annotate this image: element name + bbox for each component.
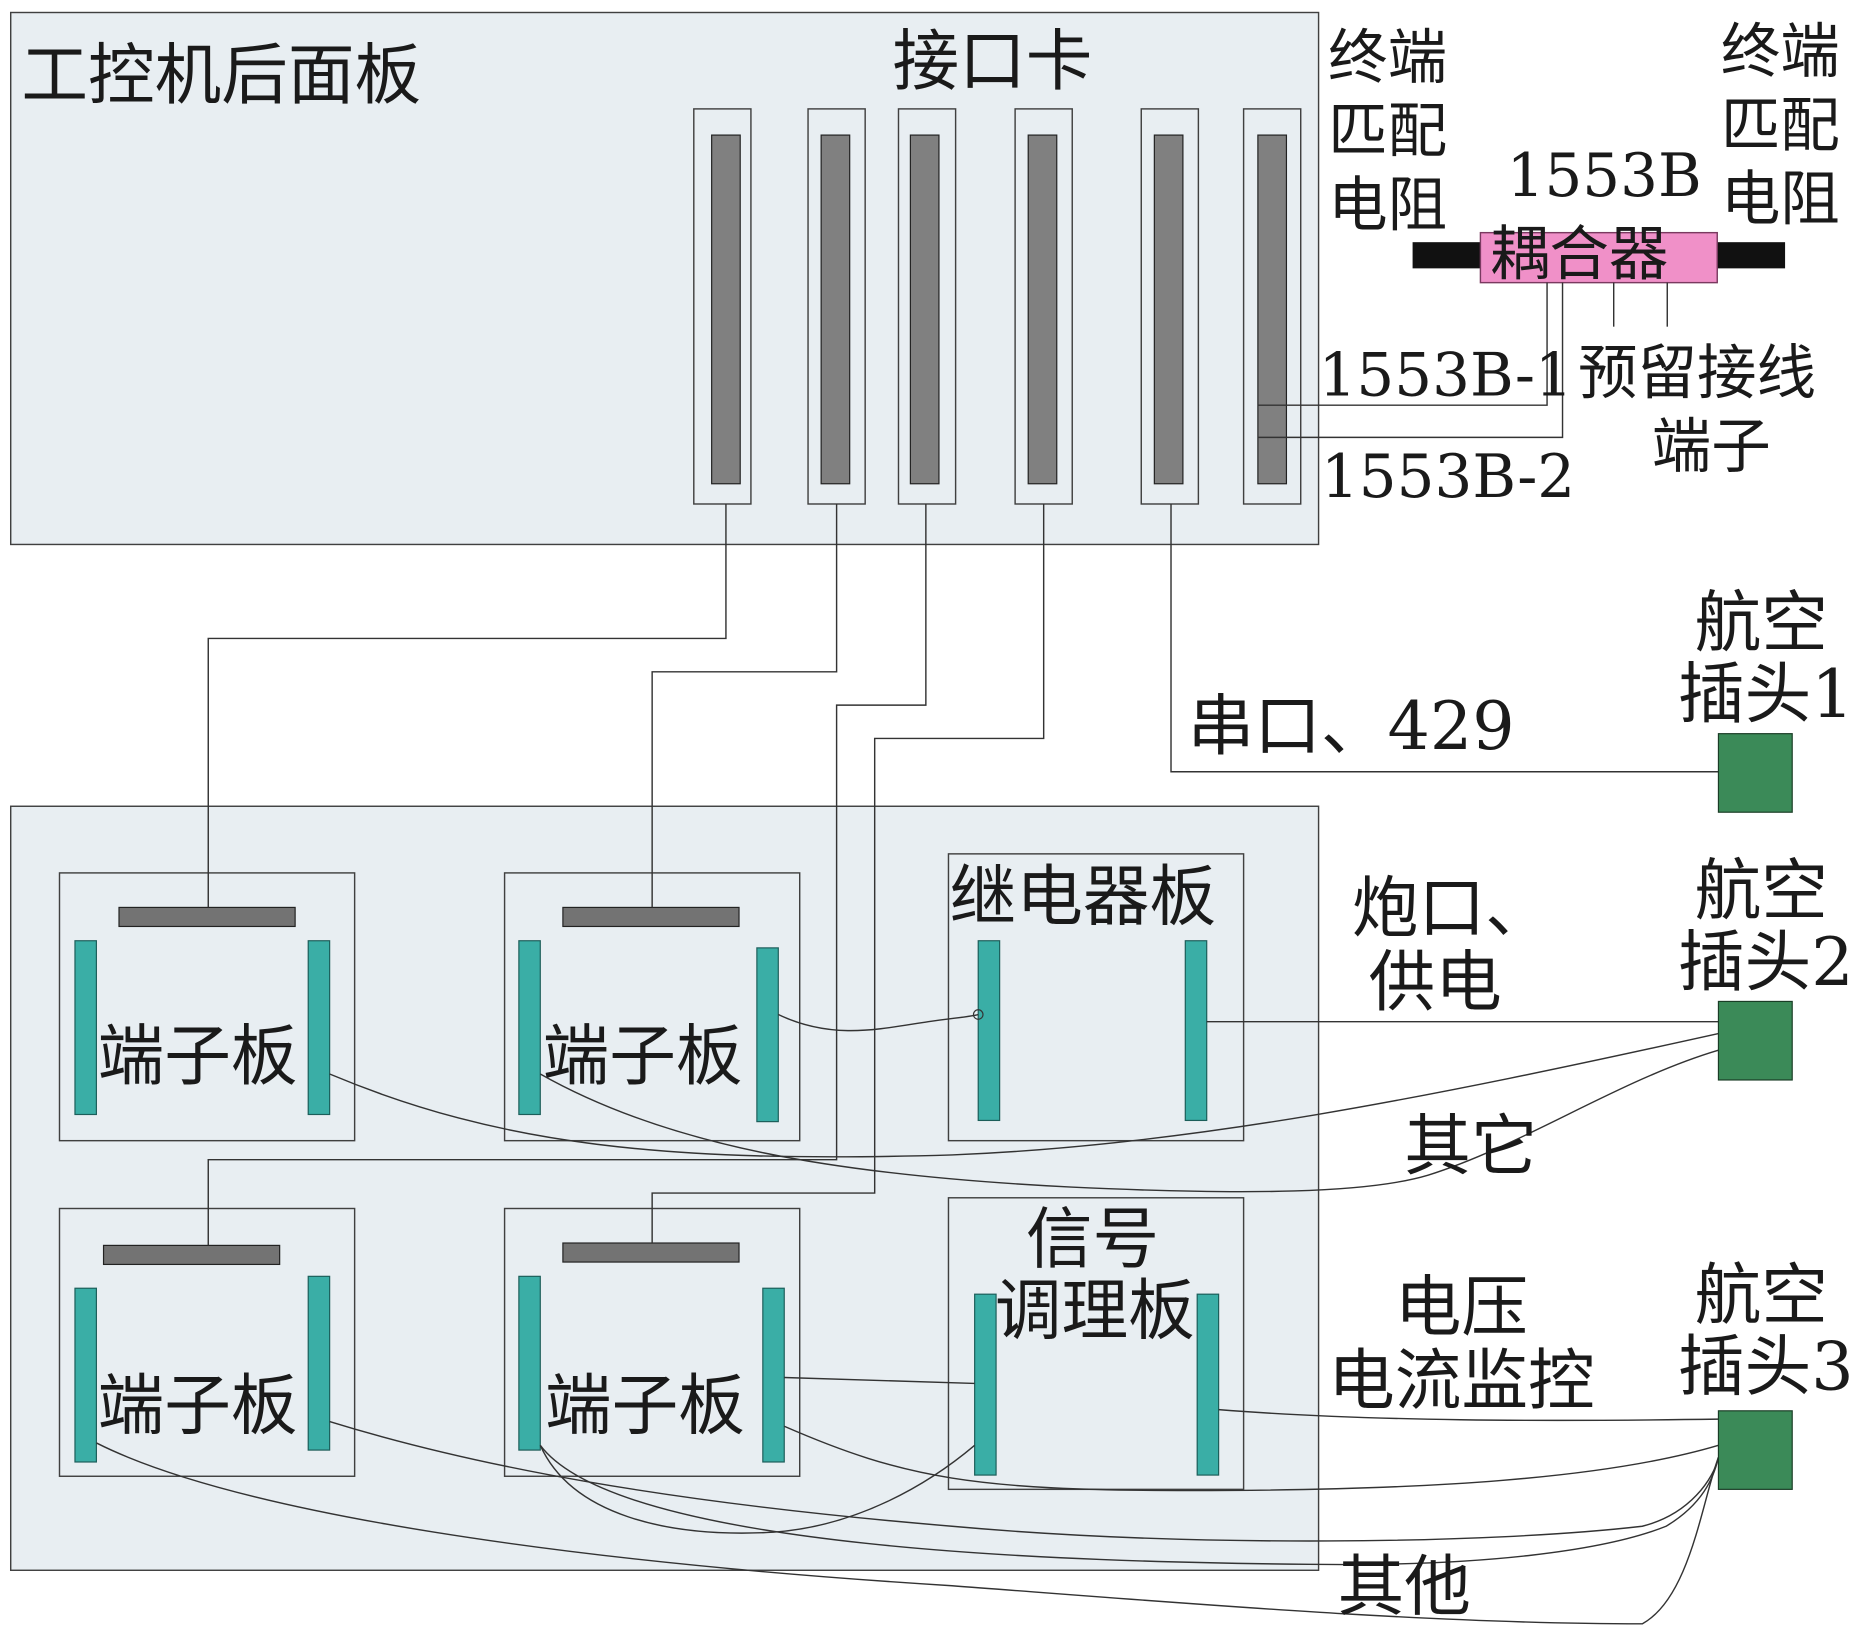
wire-board4-plug3-c	[539, 1444, 1720, 1566]
terminal-board-1: 端子板	[58, 872, 356, 1142]
terminal-board-3: 端子板	[58, 1207, 356, 1477]
ipc-back-panel: 工控机后面板 接口卡	[9, 11, 1320, 546]
wire-card4-board4	[651, 503, 1045, 1244]
aviation-plugs: 航空 插头1 航空 插头2 航空 插头3	[1678, 584, 1854, 1490]
terminator-left-line3: 电阻	[1328, 172, 1447, 241]
bus-line-1-label: 1553B-1	[1319, 342, 1573, 411]
wire-board2-relay	[777, 1013, 979, 1032]
ipc-panel-title: 工控机后面板	[21, 36, 421, 114]
wire-board3-plug3-b	[96, 1442, 1720, 1625]
terminal-board-2-label: 端子板	[543, 1017, 743, 1095]
signal-labels: 串口、429 炮口、 供电 其它 电压 电流监控 其他	[1188, 687, 1595, 1625]
wire-card2-board2	[651, 503, 838, 908]
relay-board-label: 继电器板	[950, 857, 1217, 935]
wire-signal-plug3	[1218, 1408, 1719, 1422]
plug-1-label-line2: 插头1	[1678, 655, 1854, 733]
terminator-right-line1: 终端	[1721, 18, 1840, 87]
signal-conditioning-board: 信号 调理板	[947, 1197, 1245, 1491]
plug-3-label-line1: 航空	[1695, 1256, 1828, 1334]
wire-card1-board1	[207, 503, 727, 908]
signal-board-label-line1: 信号	[1026, 1200, 1159, 1278]
wire-card3-board3	[207, 503, 927, 1246]
terminator-right-line2: 匹配	[1721, 92, 1840, 161]
serial-429-label: 串口、429	[1188, 687, 1515, 765]
bus-line-2-label: 1553B-2	[1321, 443, 1575, 512]
plug-2-label-line2: 插头2	[1678, 923, 1854, 1001]
terminator-right-line3: 电阻	[1721, 166, 1840, 235]
wire-board3-plug3	[329, 1420, 1720, 1542]
aviation-plug-2: 航空 插头2	[1678, 851, 1854, 1081]
interface-card-5	[1140, 108, 1200, 505]
card-to-board-wiring	[207, 503, 1719, 1246]
gun-power-label-line1: 炮口、	[1352, 869, 1552, 947]
bus-line-1553b-1	[1257, 282, 1548, 406]
relay-board: 继电器板	[947, 853, 1245, 1142]
aviation-plug-3: 航空 插头3	[1678, 1256, 1854, 1490]
gun-power-label-line2: 供电	[1369, 943, 1502, 1021]
reserved-terminal-line1: 预留接线	[1578, 339, 1816, 408]
aviation-plug-1: 航空 插头1	[1678, 584, 1854, 813]
other-bottom-label: 其他	[1338, 1548, 1471, 1626]
signal-board-label-line2: 调理板	[995, 1271, 1195, 1349]
terminal-board-3-label: 端子板	[98, 1367, 298, 1445]
coupler-box	[1479, 231, 1718, 284]
bus-1553b: 终端 匹配 电阻 终端 匹配 电阻 1553B 耦合器 预留接线 端子 1553…	[1257, 18, 1840, 512]
wire-card5-plug1	[1170, 503, 1719, 773]
voltage-current-label-line1: 电压	[1395, 1268, 1528, 1346]
wire-board4-signal-b	[539, 1444, 976, 1534]
plug-2-label-line1: 航空	[1695, 851, 1828, 929]
terminator-left-line1: 终端	[1328, 24, 1447, 93]
interface-card-6	[1242, 108, 1302, 505]
plug-wiring	[96, 1009, 1720, 1625]
bus-line-1553b-2	[1257, 282, 1564, 439]
terminator-left-line2: 匹配	[1328, 98, 1447, 167]
board-chassis: 端子板 端子板 继电器板 端子板	[9, 805, 1320, 1571]
plug-1-label-line1: 航空	[1695, 584, 1828, 662]
interface-cards-label: 接口卡	[893, 22, 1093, 100]
interface-card-3	[897, 108, 957, 505]
wire-board2-plug2	[539, 1049, 1719, 1193]
terminal-board-4: 端子板	[503, 1207, 801, 1477]
coupler-label-name: 耦合器	[1490, 220, 1669, 289]
ipc-panel-frame	[9, 11, 1320, 546]
voltage-current-label-line2: 电流监控	[1328, 1342, 1595, 1420]
terminal-board-2: 端子板	[503, 872, 801, 1142]
interface-card-1	[693, 108, 752, 505]
reserved-terminal-line2: 端子	[1652, 413, 1771, 482]
coupler-label-model: 1553B	[1507, 142, 1702, 211]
wire-board4-plug3-a	[783, 1425, 1719, 1492]
wire-board4-signal	[784, 1376, 975, 1385]
interface-card-4	[1014, 108, 1073, 505]
terminal-board-1-label: 端子板	[98, 1017, 298, 1095]
terminal-board-4-label: 端子板	[545, 1367, 745, 1445]
other-top-label: 其它	[1404, 1107, 1537, 1185]
plug-3-label-line2: 插头3	[1678, 1327, 1854, 1405]
wire-board1-plug2	[329, 1032, 1719, 1158]
